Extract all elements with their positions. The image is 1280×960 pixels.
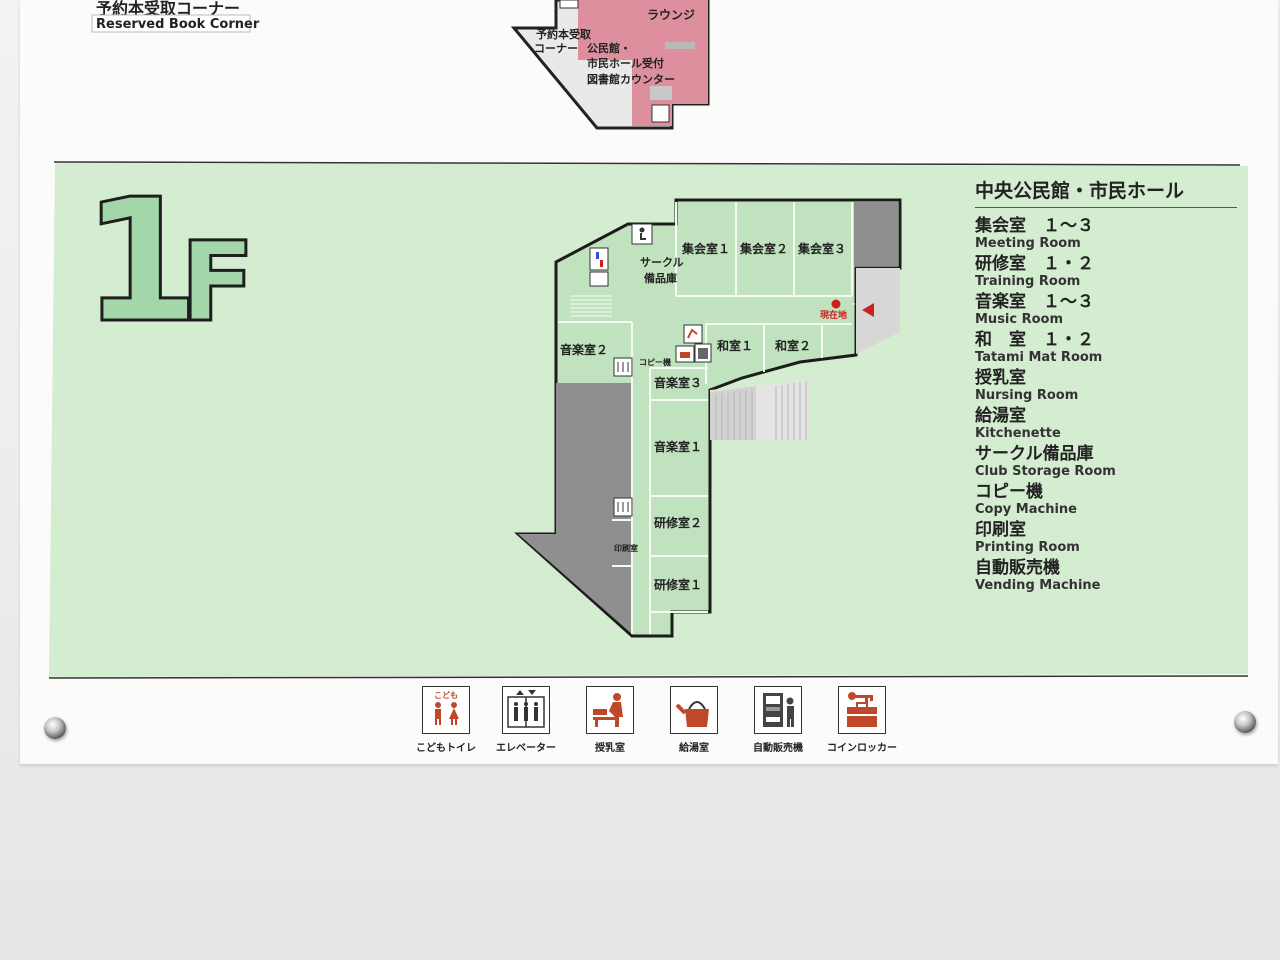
mounting-bolt-right	[1234, 711, 1256, 733]
nursing-label: 授乳室	[595, 743, 625, 754]
room-meeting2: 集会室２	[739, 241, 788, 256]
room-meeting1: 集会室１	[681, 241, 730, 256]
current-location-marker	[831, 299, 841, 309]
legend-en: Vending Machine	[975, 578, 1101, 593]
counter-line-2: コーナー	[534, 42, 578, 55]
floor-number: 1	[82, 163, 200, 361]
legend-jp: 研修室 １・２	[975, 254, 1094, 274]
legend-item-tatami: 和 室 １・２ Tatami Mat Room	[975, 330, 1240, 365]
mounting-bolt-left	[44, 717, 66, 739]
vending-label: 自動販売機	[753, 743, 803, 754]
kitchenette-label: 給湯室	[679, 743, 709, 754]
lounge-label: ラウンジ	[647, 8, 695, 22]
coin-locker-icon	[838, 686, 886, 734]
nursing-legend: 授乳室	[569, 686, 651, 754]
room-copy: コピー機	[639, 357, 671, 367]
room-circle-line2: 備品庫	[644, 271, 677, 285]
legend-en: Music Room	[975, 312, 1064, 327]
reserved-corner-jp: 予約本受取コーナー	[96, 0, 240, 18]
kids-badge: こども	[434, 690, 458, 700]
counter-line-3: 公民館・	[587, 41, 631, 55]
counter-line-5: 図書館カウンター	[587, 72, 675, 86]
legend-jp: 印刷室	[975, 520, 1026, 540]
legend-item-copy: コピー機 Copy Machine	[975, 482, 1240, 517]
floor-label: 1 F	[81, 162, 257, 363]
reserved-corner-label: 予約本受取コーナー Reserved Book Corner	[91, 0, 260, 33]
legend-jp: サークル備品庫	[975, 444, 1094, 464]
facility-icon-legend: こども こどもトイレ	[405, 686, 925, 756]
entrance-arrow-icon	[862, 303, 874, 317]
legend-item-printing: 印刷室 Printing Room	[975, 520, 1240, 555]
legend-jp: 授乳室	[975, 368, 1026, 388]
elevator-icon	[502, 686, 550, 734]
counter-line-4: 市民ホール受付	[587, 56, 664, 70]
legend-title: 中央公民館・市民ホール	[975, 176, 1237, 208]
legend-item-kitchenette: 給湯室 Kitchenette	[975, 406, 1240, 441]
room-training1: 研修室１	[654, 577, 702, 592]
legend-en: Kitchenette	[975, 426, 1061, 441]
kettle-icon	[670, 686, 718, 734]
upper-floor-plan: ラウンジ 予約本受取 コーナー 公民館・ 市民ホール受付 図書館カウンター	[510, 0, 710, 130]
room-music2: 音楽室２	[560, 342, 608, 357]
locker-label: コインロッカー	[827, 743, 897, 754]
locker-legend: コインロッカー	[821, 686, 903, 754]
current-location-label: 現在地	[820, 309, 847, 321]
legend-jp: 和 室 １・２	[975, 330, 1094, 350]
counter-line-1: 予約本受取	[536, 27, 591, 41]
legend-jp: 音楽室 １～３	[975, 292, 1094, 312]
legend-en: Copy Machine	[975, 502, 1077, 517]
legend-jp: 給湯室	[975, 406, 1026, 426]
building-plan	[514, 198, 902, 638]
kids-toilet-icon: こども	[422, 686, 470, 734]
room-music1: 音楽室１	[654, 439, 702, 454]
kids-toilet-label: こどもトイレ	[416, 743, 476, 754]
legend-en: Training Room	[975, 274, 1081, 289]
legend-en: Printing Room	[975, 540, 1080, 555]
reserved-corner-en: Reserved Book Corner	[96, 17, 260, 32]
legend-jp: 自動販売機	[975, 558, 1060, 578]
legend-item-training: 研修室 １・２ Training Room	[975, 254, 1240, 289]
room-labels: 集会室１ 集会室２ 集会室３ サークル 備品庫 音楽室２ コピー機 和室１ 和室…	[560, 241, 847, 592]
legend-en: Nursing Room	[975, 388, 1079, 403]
room-legend: 中央公民館・市民ホール 集会室 １～３ Meeting Room 研修室 １・２…	[975, 176, 1240, 598]
elevator-legend: エレベーター	[485, 686, 567, 754]
room-tatami1: 和室１	[716, 338, 753, 353]
room-meeting3: 集会室３	[797, 241, 846, 256]
room-printing: 印刷室	[614, 543, 638, 553]
elevator-label: エレベーター	[496, 743, 556, 754]
legend-en: Club Storage Room	[975, 464, 1116, 479]
room-tatami2: 和室２	[774, 338, 811, 353]
legend-item-nursing: 授乳室 Nursing Room	[975, 368, 1240, 403]
legend-en: Tatami Mat Room	[975, 350, 1103, 365]
legend-jp: コピー機	[975, 482, 1043, 502]
legend-item-vending: 自動販売機 Vending Machine	[975, 558, 1240, 593]
legend-en: Meeting Room	[975, 236, 1081, 251]
nursing-room-icon	[586, 686, 634, 734]
room-music3: 音楽室３	[654, 375, 702, 390]
vending-legend: 自動販売機	[737, 686, 819, 754]
legend-item-music: 音楽室 １～３ Music Room	[975, 292, 1240, 327]
legend-item-club-storage: サークル備品庫 Club Storage Room	[975, 444, 1240, 479]
kitchenette-legend: 給湯室	[653, 686, 735, 754]
legend-jp: 集会室 １～３	[975, 216, 1094, 236]
vending-machine-icon	[754, 686, 802, 734]
legend-item-meeting: 集会室 １～３ Meeting Room	[975, 216, 1240, 251]
room-circle-line1: サークル	[640, 256, 684, 269]
floor-letter: F	[180, 218, 255, 346]
kids-toilet-legend: こども こどもトイレ	[405, 686, 487, 754]
room-training2: 研修室２	[654, 515, 702, 530]
